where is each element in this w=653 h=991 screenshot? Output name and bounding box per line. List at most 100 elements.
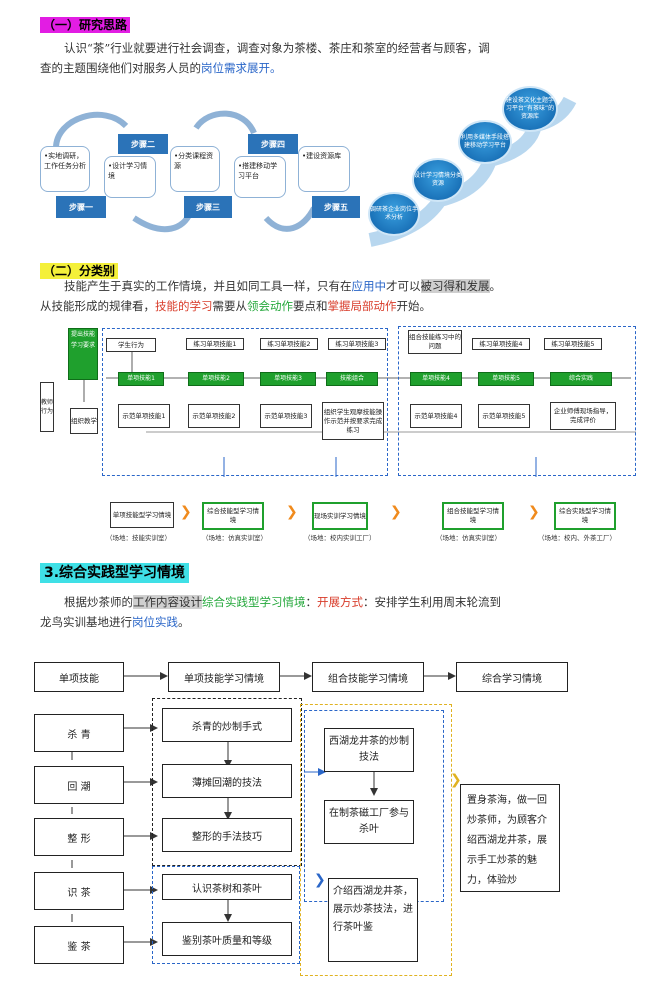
step-box-2: •设计学习情境 bbox=[104, 156, 156, 198]
practice-paragraph-line2: 龙鸟实训基地进行岗位实践。 bbox=[40, 612, 190, 632]
step-label-1: 步骤一 bbox=[56, 196, 106, 218]
skill-flow-diagram: 提出技能学习要求 教师行为 学生行为 组织教学 练习单项技能1 练习单项技能2 … bbox=[36, 322, 636, 552]
para-red: 技能的学习 bbox=[155, 299, 213, 313]
method-huichao: 薄摊回潮的技法 bbox=[162, 764, 292, 798]
skill-box-1: 单项技能1 bbox=[118, 372, 164, 386]
chevron-right-icon: ❯ bbox=[390, 504, 402, 520]
practice-box-5: 练习单项技能5 bbox=[544, 338, 602, 350]
top-box-single-skill: 单项技能 bbox=[34, 662, 124, 692]
practice-box-3: 练习单项技能3 bbox=[328, 338, 386, 350]
step-label-2: 步骤二 bbox=[118, 134, 168, 154]
skill-shicha: 识 茶 bbox=[34, 872, 124, 910]
para-text: 从技能形成的规律看， bbox=[40, 299, 155, 313]
venue-caption-4: （场地：仿真实训室） bbox=[436, 534, 501, 542]
integrated-description: 置身茶海，做一回炒茶师，为顾客介绍西湖龙井茶，展示手工炒茶的魅力，体验炒 bbox=[460, 784, 560, 892]
venue-caption-1: （场地：技能实训室） bbox=[106, 534, 171, 542]
demo-box-2: 示范单项技能2 bbox=[188, 404, 240, 428]
dashed-group-blue bbox=[152, 866, 300, 964]
skill-box-3: 单项技能3 bbox=[260, 372, 316, 386]
research-steps-diagram: •实地调研，工作任务分析 步骤一 步骤二 •设计学习情境 •分类课程资源 步骤三… bbox=[34, 88, 364, 248]
para-blue: 岗位实践 bbox=[132, 615, 178, 629]
method-shaqing: 杀青的炒制手式 bbox=[162, 708, 292, 742]
para-text: 要点和 bbox=[293, 299, 328, 313]
venue-caption-5: （场地：校内、外茶工厂） bbox=[538, 534, 616, 542]
arrow-head bbox=[448, 672, 456, 680]
combo-problem-box: 组合技能练习中的问题 bbox=[408, 330, 462, 354]
research-paragraph-line1: 认识“茶”行业就要进行社会调查，调查对象为茶楼、茶庄和茶室的经营者与顾客，调 bbox=[64, 41, 490, 55]
para-text: 开始。 bbox=[396, 299, 432, 313]
venue-caption-3: （场地：校内实训工厂） bbox=[304, 534, 376, 542]
practice-box-1: 练习单项技能1 bbox=[186, 338, 244, 350]
practice-box-2: 练习单项技能2 bbox=[260, 338, 318, 350]
skill-box-2: 单项技能2 bbox=[188, 372, 244, 386]
para-red: 掌握局部动作 bbox=[327, 299, 397, 313]
requirement-box: 提出技能学习要求 bbox=[68, 328, 98, 380]
combo-factory: 在制茶磁工厂参与杀叶 bbox=[324, 800, 414, 844]
para-text: ： bbox=[305, 595, 318, 609]
arrow-curve bbox=[53, 111, 129, 149]
heading-highlight: （一）研究思路 bbox=[40, 17, 131, 33]
top-box-integrated-scenario: 综合学习情境 bbox=[456, 662, 568, 692]
practice-paragraph-line1: 根据炒茶师的工作内容设计综合实践型学习情境：开展方式：安排学生利用周末轮流到 bbox=[64, 592, 501, 612]
dashed-group-yellow bbox=[300, 704, 452, 976]
para-text: 才可以 bbox=[386, 279, 421, 293]
arrow-head bbox=[160, 672, 168, 680]
step-label-5: 步骤五 bbox=[312, 196, 360, 218]
stair-circle-2: 设计学习情境分类资源 bbox=[412, 158, 464, 202]
top-box-single-scenario: 单项技能学习情境 bbox=[168, 662, 280, 692]
method-shicha: 认识茶树和茶叶 bbox=[162, 874, 292, 900]
tea-practice-diagram: 单项技能 单项技能学习情境 组合技能学习情境 综合学习情境 杀 青 回 潮 整 … bbox=[28, 652, 624, 982]
step-box-1: •实地调研，工作任务分析 bbox=[40, 146, 90, 192]
chevron-right-icon: ❯ bbox=[450, 772, 462, 788]
chevron-right-icon: ❯ bbox=[286, 504, 298, 520]
para-gray: 工作内容设计 bbox=[133, 595, 202, 609]
skill-combo-box: 技能组合 bbox=[326, 372, 378, 386]
scenario-box-1: 单项技能型学习情境 bbox=[110, 502, 174, 528]
combo-introduce: 介绍西湖龙井茶，展示炒茶技法，进行茶叶鉴 bbox=[328, 878, 418, 962]
venue-caption-2: （场地：仿真实训室） bbox=[202, 534, 267, 542]
para-text: 。 bbox=[489, 279, 502, 293]
demo-box-3: 示范单项技能3 bbox=[260, 404, 312, 428]
arrow-curve bbox=[132, 211, 193, 233]
para-green: 领会动作 bbox=[247, 299, 293, 313]
para-text: 需要从 bbox=[212, 299, 248, 313]
dashed-group-2 bbox=[398, 326, 636, 476]
skill-huichao: 回 潮 bbox=[34, 766, 124, 804]
teacher-label: 教师行为 bbox=[40, 382, 54, 432]
skill-shaqing: 杀 青 bbox=[34, 714, 124, 752]
classification-paragraph-line1: 技能产生于真实的工作情境，并且如同工具一样，只有在应用中才可以被习得和发展。 bbox=[64, 276, 501, 296]
step-box-5: •建设资源库 bbox=[298, 146, 350, 192]
para-blue: 应用中 bbox=[351, 279, 387, 293]
integrated-practice-box: 综合实践 bbox=[550, 372, 612, 386]
stair-diagram: 调研茶企业岗位手术分析 设计学习情境分类资源 利用多媒体手段搭建移动学习平台 建… bbox=[360, 80, 580, 250]
para-text: 龙鸟实训基地进行 bbox=[40, 615, 132, 629]
heading-highlight: （二）分类别 bbox=[40, 263, 119, 279]
student-label: 学生行为 bbox=[106, 338, 156, 352]
heading-highlight: 3.综合实践型学习情境 bbox=[40, 563, 190, 583]
stair-circle-4: 建设茶文化主题学习平台“有茶味”的资源库 bbox=[502, 86, 558, 132]
para-text: 根据炒茶师的 bbox=[64, 595, 133, 609]
scenario-box-2: 综合技能型学习情境 bbox=[202, 502, 264, 530]
para-text: 技能产生于真实的工作情境，并且如同工具一样，只有在 bbox=[64, 279, 352, 293]
chevron-right-icon: ❯ bbox=[314, 872, 326, 888]
combo-longjing: 西湖龙井茶的炒制技法 bbox=[324, 728, 414, 772]
demo-combo-box: 组织学生观摩技能操作示范并按要求完成练习 bbox=[322, 402, 384, 440]
scenario-box-3: 现场实训学习情境 bbox=[312, 502, 368, 530]
skill-jiancha: 鉴 茶 bbox=[34, 926, 124, 964]
demo-box-5: 示范单项技能5 bbox=[478, 404, 530, 428]
para-highlight: 岗位需求展开。 bbox=[201, 61, 282, 75]
research-paragraph-line2: 查的主题围绕他们对服务人员的岗位需求展开。 bbox=[40, 58, 620, 78]
step-box-3: •分类课程资源 bbox=[170, 146, 220, 192]
para-text: 。 bbox=[178, 615, 190, 629]
skill-box-4: 单项技能4 bbox=[410, 372, 462, 386]
para-text: ：安排学生利用周末轮流到 bbox=[363, 595, 501, 609]
arrow-head bbox=[304, 672, 312, 680]
dashed-group-1 bbox=[102, 328, 388, 476]
method-jiancha: 鉴别茶叶质量和等级 bbox=[162, 922, 292, 956]
step-box-4: •搭建移动学习平台 bbox=[234, 156, 286, 198]
method-zhengxing: 整形的手法技巧 bbox=[162, 818, 292, 852]
classification-paragraph-line2: 从技能形成的规律看，技能的学习需要从领会动作要点和掌握局部动作开始。 bbox=[40, 296, 431, 316]
para-gray: 被习得和发展 bbox=[420, 279, 490, 293]
scenario-box-5: 综合实践型学习情境 bbox=[554, 502, 616, 530]
step-label-3: 步骤三 bbox=[184, 196, 232, 218]
